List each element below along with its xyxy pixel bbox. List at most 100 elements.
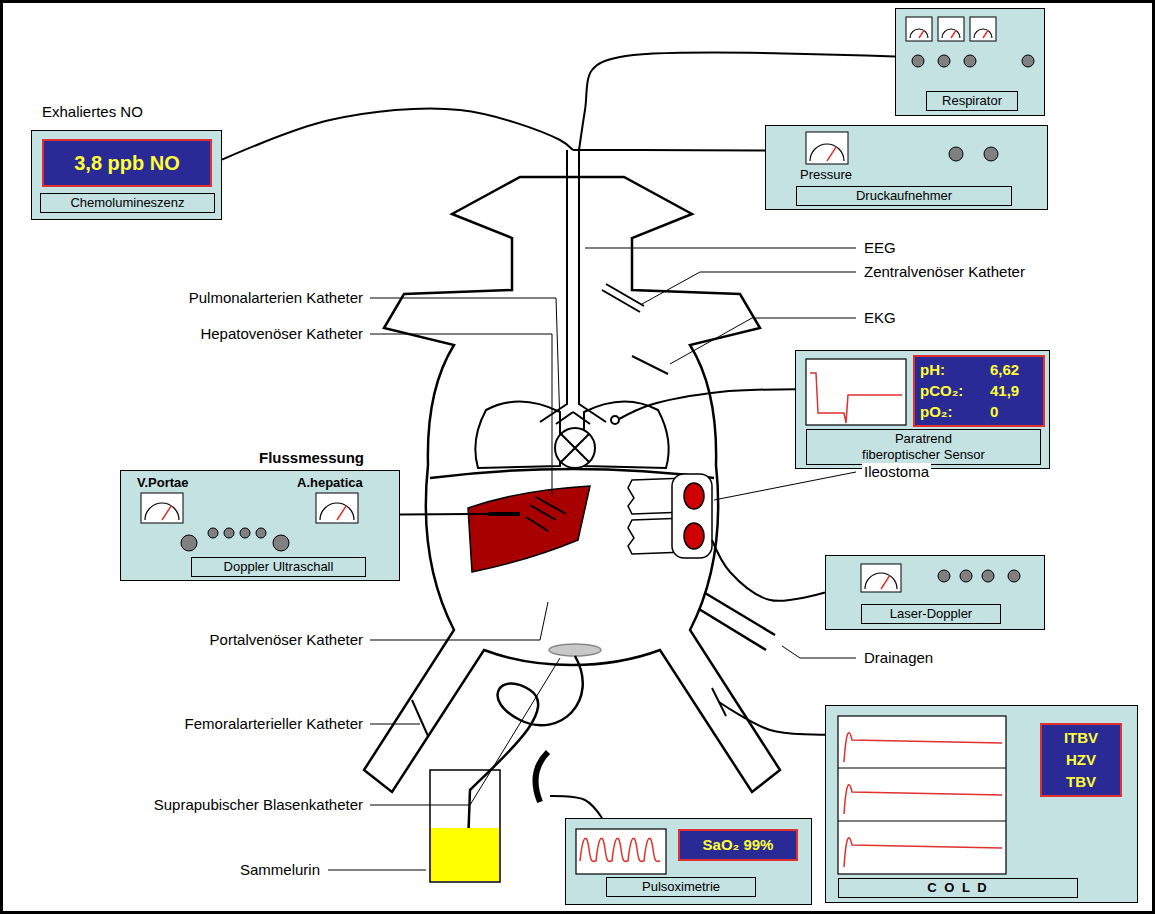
- part-label: EKG: [862, 309, 898, 327]
- leader-lines: [328, 870, 426, 871]
- knob: [964, 55, 976, 67]
- knob: [240, 528, 250, 538]
- device-panel: Laser-Doppler: [825, 555, 1045, 630]
- device-panel: ITBV HZV TBV C O L D: [825, 705, 1138, 903]
- device-panel: pH:6,62pCO₂:41,9pO₂:0Paratrend fiberopti…: [795, 350, 1050, 469]
- device-nameplate: Respirator: [926, 91, 1018, 111]
- device-panel: Exhaliertes NO3,8 ppb NOChemolumineszenz: [31, 130, 222, 220]
- urine-container: [431, 828, 499, 881]
- gauge: [970, 17, 996, 41]
- device-cable: [222, 108, 573, 159]
- lungs: [475, 401, 668, 468]
- animal-body: [364, 177, 780, 792]
- knob: [224, 528, 234, 538]
- device-panel: FlussmessungV.PortaeA.hepaticaDoppler Ul…: [120, 470, 400, 581]
- part-label: Drainagen: [862, 649, 935, 667]
- signal-trace: [844, 733, 1002, 762]
- gauge: [810, 144, 844, 161]
- knob: [949, 147, 963, 161]
- gauge: [337, 506, 346, 520]
- gauge-label: V.Portae: [137, 475, 189, 490]
- device-panel: Respirator: [895, 8, 1045, 116]
- ileum: [684, 523, 704, 549]
- catheters: [632, 356, 668, 374]
- part-label: Sammelurin: [238, 861, 322, 879]
- knob: [912, 55, 924, 67]
- knob: [181, 535, 197, 551]
- liver: [468, 486, 590, 572]
- leader-lines: [585, 248, 856, 249]
- part-label: Portalvenöser Katheter: [208, 631, 365, 649]
- screen-value: ITBV: [1041, 729, 1121, 747]
- gauge: [320, 503, 354, 520]
- gauge: [906, 17, 932, 41]
- part-label: Pulmonalarterien Katheter: [187, 289, 365, 307]
- gauge: [861, 564, 901, 592]
- gauge-label: Pressure: [800, 167, 852, 182]
- heart: [561, 434, 589, 462]
- drainage-tube: [694, 606, 766, 650]
- device-cable: [550, 796, 602, 818]
- device-cable: [619, 389, 795, 419]
- urine-tube: [468, 656, 583, 845]
- part-label: Femoralarterieller Katheter: [183, 715, 365, 733]
- trachea-tube: [540, 150, 606, 424]
- leader-lines: [370, 602, 548, 640]
- part-label: Ileostoma: [862, 463, 931, 481]
- gauge: [881, 575, 890, 589]
- display-panel: [1041, 724, 1121, 796]
- display-value: SaO₂ 99%: [678, 829, 798, 861]
- lungs: [475, 401, 560, 468]
- knob: [960, 570, 972, 582]
- trachea-tube: [556, 412, 573, 424]
- urine-container: [430, 770, 500, 882]
- diaphragm: [430, 469, 714, 478]
- signal-trace: [844, 838, 1002, 867]
- gauge: [316, 493, 358, 523]
- gauge-label: A.hepatica: [297, 475, 363, 490]
- part-label: EEG: [862, 239, 898, 257]
- device-nameplate: Chemolumineszenz: [40, 193, 215, 213]
- catheters: [412, 700, 428, 736]
- flow-probe: [488, 497, 566, 531]
- leader-lines: [642, 272, 856, 304]
- gauge: [861, 564, 901, 592]
- screen-value: 41,9: [990, 382, 1019, 400]
- display-panel: [914, 356, 1044, 426]
- device-cable: [573, 149, 765, 152]
- pulse-clip: [536, 752, 549, 802]
- gauge: [942, 29, 960, 38]
- gauge: [919, 30, 924, 38]
- device-cable: [719, 702, 825, 735]
- signal-trace: [844, 785, 1002, 814]
- screen-value: TBV: [1041, 773, 1121, 791]
- leader-lines: [782, 646, 856, 658]
- lungs: [584, 401, 669, 468]
- gauge: [865, 573, 897, 589]
- knob: [1008, 570, 1020, 582]
- catheters: [602, 284, 644, 312]
- monitor-screen: [576, 829, 666, 874]
- device-nameplate: Laser-Doppler: [861, 604, 1001, 624]
- catheters: [611, 416, 619, 424]
- screen-value: pH:: [920, 361, 945, 379]
- device-heading: Exhaliertes NO: [42, 103, 143, 121]
- gauge: [145, 503, 179, 520]
- device-nameplate: C O L D: [838, 878, 1078, 898]
- screen-value: HZV: [1041, 751, 1121, 769]
- gauge: [827, 147, 836, 161]
- screen-value: 6,62: [990, 361, 1019, 379]
- part-label: Zentralvenöser Katheter: [862, 263, 1027, 281]
- signal-trace: [810, 373, 902, 423]
- knob: [1022, 55, 1034, 67]
- gauge: [938, 17, 964, 41]
- screen-divider: [838, 821, 1006, 822]
- leader-lines: [370, 658, 560, 805]
- gauge: [951, 30, 956, 38]
- gauge: [316, 493, 358, 523]
- drainage-tube: [694, 590, 775, 650]
- screen-value: pO₂:: [920, 403, 953, 421]
- device-cable: [400, 513, 488, 515]
